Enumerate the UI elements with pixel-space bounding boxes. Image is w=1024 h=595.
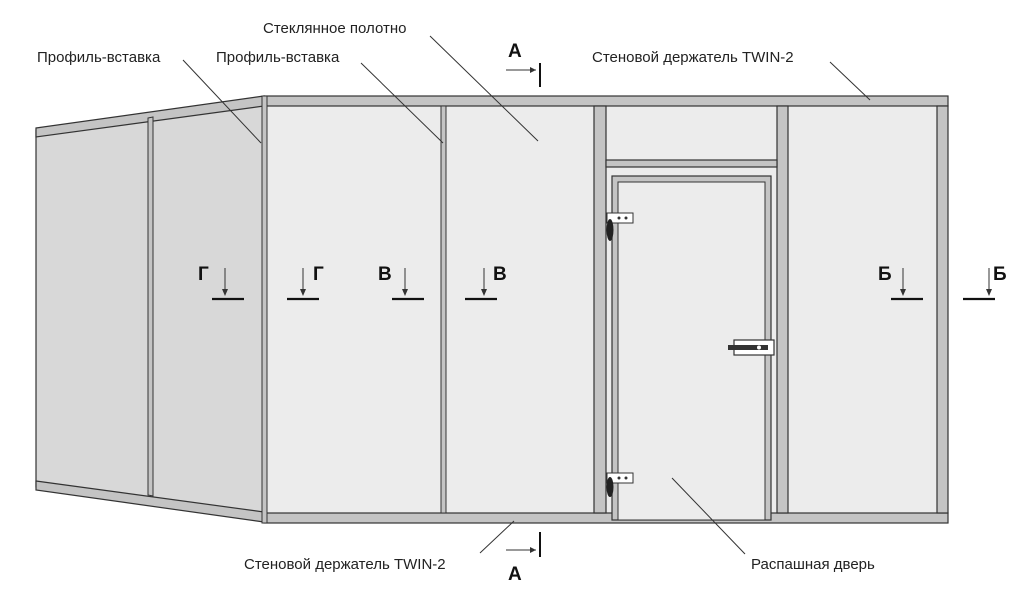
glass-panel-3 — [787, 105, 938, 517]
label-swing-door: Распашная дверь — [751, 556, 875, 573]
label-profile-insert-right: Профиль-вставка — [216, 49, 340, 66]
section-b-left-label: Б — [878, 264, 892, 285]
door-handle — [728, 339, 775, 356]
door-jamb-left — [593, 105, 607, 514]
profile-insert-1 — [440, 105, 447, 514]
door-header-profile — [605, 159, 778, 168]
leader-lines — [182, 35, 871, 555]
transom-glass — [605, 105, 778, 161]
door-hinge-bottom — [606, 472, 634, 497]
section-v-left-label: В — [378, 264, 392, 285]
label-wall-holder-top: Стеновой держатель TWIN-2 — [592, 49, 794, 66]
wall-holder-top-profile — [263, 95, 949, 107]
door-jamb-right — [776, 105, 789, 514]
section-v-right-label: В — [493, 264, 507, 285]
corner-profile — [261, 95, 268, 524]
label-profile-insert-left: Профиль-вставка — [37, 49, 161, 66]
glass-panel-1 — [263, 105, 442, 517]
wall-holder-bottom-profile — [263, 512, 949, 524]
section-a-markers — [506, 63, 541, 557]
label-wall-holder-bottom: Стеновой держатель TWIN-2 — [244, 556, 446, 573]
door-hinge-top — [606, 212, 634, 241]
glass-panel-2 — [445, 105, 595, 517]
label-glass-panel: Стеклянное полотно — [263, 20, 406, 37]
side-wall-joint-profile — [147, 116, 154, 497]
section-horizontal-markers — [212, 268, 995, 301]
section-b-right-label: Б — [993, 264, 1007, 285]
end-profile — [936, 105, 949, 514]
section-a-bottom-label: А — [508, 564, 522, 585]
section-g-left-label: Г — [198, 264, 209, 285]
section-a-top-label: А — [508, 41, 522, 62]
section-g-right-label: Г — [313, 264, 324, 285]
